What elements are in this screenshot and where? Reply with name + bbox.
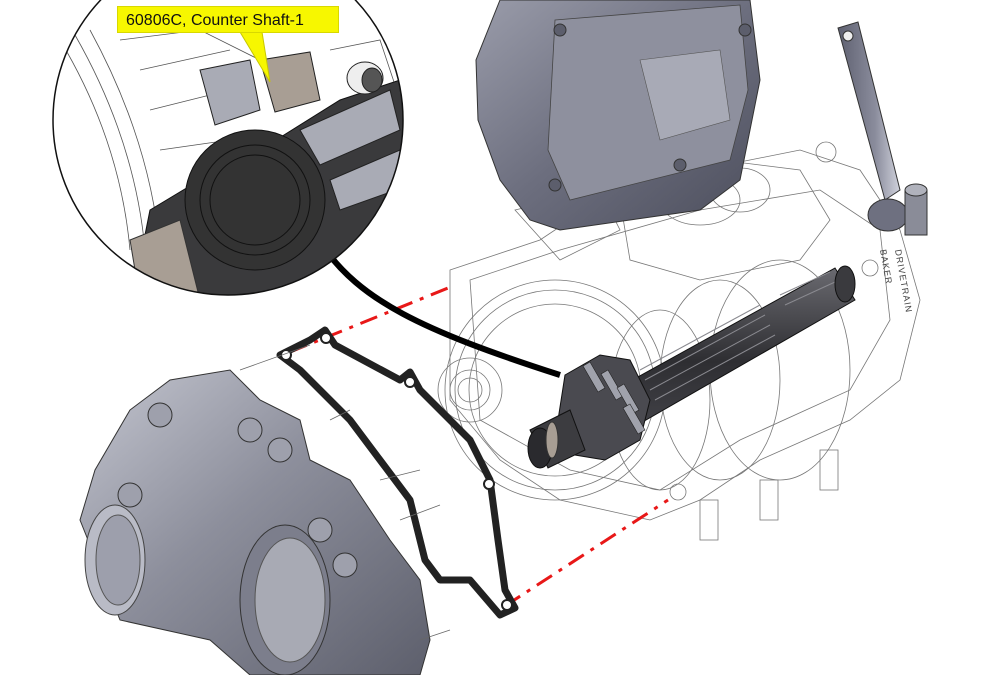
counter-shaft bbox=[527, 265, 856, 469]
part-callout-label: 60806C, Counter Shaft-1 bbox=[117, 6, 339, 33]
assembly-centerlines bbox=[289, 286, 669, 608]
shifter-cover bbox=[475, 0, 761, 231]
detail-leader-line bbox=[319, 243, 561, 378]
gasket bbox=[276, 326, 519, 619]
detail-view-circle bbox=[52, 0, 404, 296]
case-side-text: BAKER DRIVETRAIN bbox=[878, 249, 914, 314]
svg-text:BAKER: BAKER bbox=[878, 249, 894, 286]
end-cover-housing bbox=[79, 344, 451, 676]
shift-lever bbox=[837, 21, 928, 236]
svg-text:DRIVETRAIN: DRIVETRAIN bbox=[893, 249, 914, 314]
